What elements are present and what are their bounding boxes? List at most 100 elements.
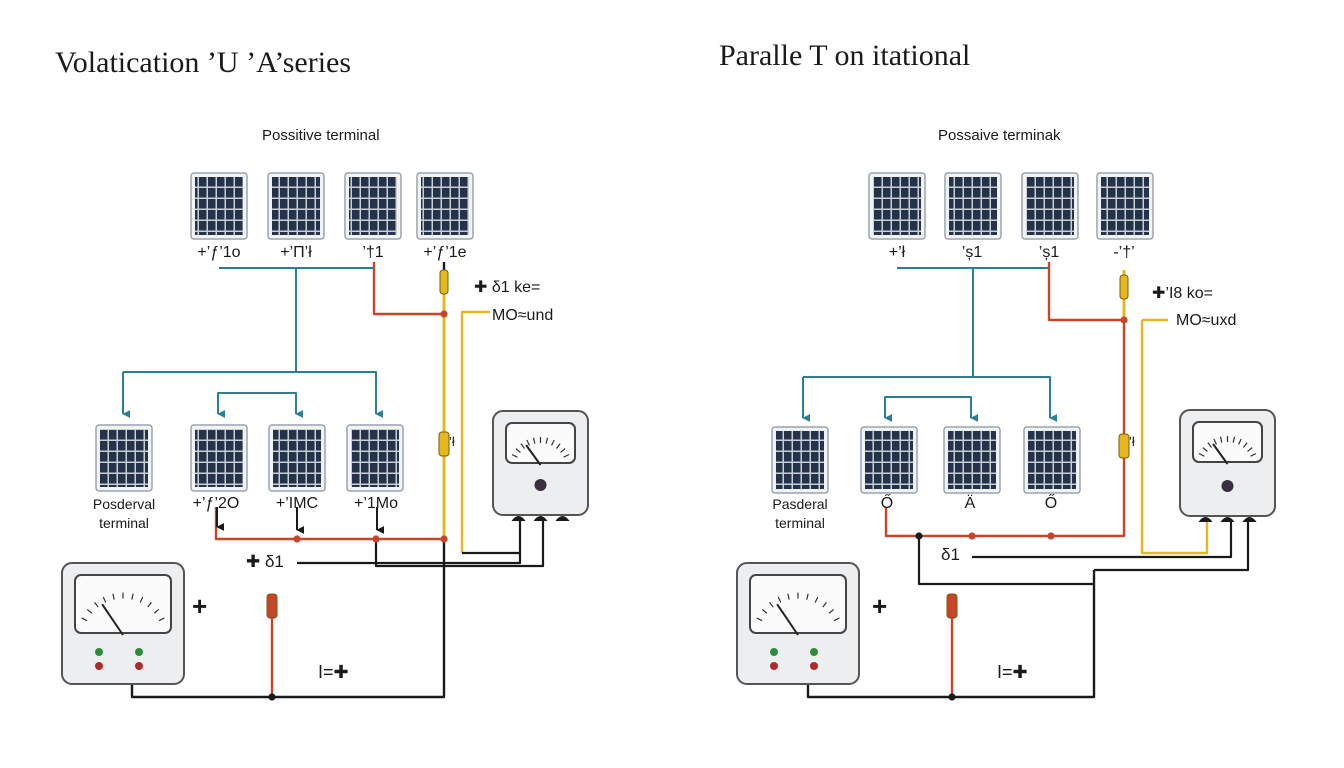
- parallel-top-panel-1-cells: [873, 177, 921, 235]
- parallel-blue-inner: [884, 396, 979, 422]
- series-controller-tick: [555, 443, 561, 449]
- series-controller: [492, 410, 589, 521]
- parallel-top-panel-label-3: ’ș1: [1038, 244, 1060, 261]
- parallel-voltmeter-tick: [787, 593, 790, 600]
- parallel-controller-tick: [1202, 447, 1208, 452]
- parallel-top-panel-label-4: -’†’: [1113, 244, 1135, 261]
- series-top-panel-1: [190, 172, 248, 240]
- series-voltmeter-tick: [102, 596, 107, 603]
- parallel-top-panel-1: [868, 172, 926, 240]
- parallel-black-meter-a: [972, 519, 1233, 559]
- parallel-controller-tick: [1238, 438, 1242, 445]
- parallel-voltmeter-tick: [777, 596, 782, 603]
- series-bottom-panel-2: [190, 424, 248, 492]
- parallel-title: Paralle T on itational: [719, 39, 971, 72]
- parallel-voltmeter-button-3: [810, 662, 818, 670]
- parallel-top-panel-2-cells: [949, 177, 997, 235]
- parallel-voltmeter-tick: [822, 601, 827, 608]
- series-top-panel-4: [416, 172, 474, 240]
- series-top-panel-4-cells: [421, 177, 469, 235]
- series-node-2: [293, 535, 301, 543]
- parallel-controller: [1179, 409, 1276, 522]
- series-blue-right-drop: [123, 371, 384, 418]
- series-top-terminal-label: Possitive terminal: [262, 127, 380, 144]
- series-bottom-panel-1: [95, 424, 153, 492]
- parallel-voltmeter-tick: [833, 617, 840, 622]
- parallel-controller-terminal-2: [1242, 517, 1257, 522]
- parallel-controller-dial: [1221, 480, 1234, 492]
- series-bottom-panel-4-cells: [351, 429, 399, 487]
- parallel-node-2: [915, 532, 923, 540]
- parallel-blue-right-drop: [803, 376, 1058, 422]
- parallel-bottom-panel-2: [860, 426, 918, 494]
- parallel-node-3: [968, 532, 976, 540]
- series-top-panel-2: [267, 172, 325, 240]
- parallel-top-panel-4: [1096, 172, 1154, 240]
- parallel-caption-line-2: terminal: [775, 515, 825, 531]
- parallel-controller-tick: [1242, 442, 1248, 448]
- parallel-inline-label: ’ł: [1129, 434, 1135, 449]
- series-mo-label: MO≈und: [492, 307, 554, 324]
- series-bottom-panel-label-2: +’IMC: [275, 495, 319, 512]
- series-black-meter-a: [297, 519, 522, 565]
- series-yellow-mo: [460, 310, 490, 553]
- parallel-bottom-panel-4-cells: [1028, 431, 1076, 489]
- series-blue-inner: [217, 392, 304, 418]
- parallel-controller-tick: [1219, 436, 1223, 443]
- series-voltmeter-tick: [139, 596, 144, 603]
- series-meter-plus: +: [192, 591, 208, 621]
- parallel-key-label: ✚’I8 ko=: [1152, 285, 1213, 302]
- series-voltmeter-tick: [153, 608, 160, 614]
- parallel-voltmeter-tick: [761, 608, 768, 614]
- series-current-label: I=✚: [318, 662, 349, 682]
- parallel-meter-plus: +: [872, 591, 888, 621]
- series-red-bottom-bus: [214, 507, 444, 541]
- parallel-voltmeter: [736, 562, 860, 685]
- series-node-1: [440, 310, 448, 318]
- parallel-controller-terminal-1: [1220, 517, 1235, 522]
- parallel-node-1: [1120, 316, 1128, 324]
- parallel-bottom-panel-3: [943, 426, 1001, 494]
- series-red-top: [372, 262, 444, 316]
- parallel-top-panel-label-1: +’ł: [888, 244, 906, 261]
- series-title: Volatication ’U ’A’series: [55, 46, 352, 79]
- parallel-node-4: [1047, 532, 1055, 540]
- series-controller-tick: [545, 437, 549, 444]
- series-voltmeter-tick: [158, 617, 165, 622]
- series-top-panel-label-4: +’ƒ’1e: [423, 244, 467, 261]
- parallel-bottom-terminal-caption: Pasderal terminal: [772, 495, 827, 533]
- parallel-voltmeter-button-0: [770, 648, 778, 656]
- parallel-top-terminal-label: Possaive terminak: [938, 127, 1061, 144]
- parallel-bottom-panel-label-2: Ä: [964, 495, 976, 512]
- parallel-top-panel-4-cells: [1101, 177, 1149, 235]
- parallel-red-bottom-bus: [884, 270, 1126, 538]
- series-controller-terminal-2: [555, 516, 570, 521]
- series-top-panel-label-1: +’ƒ’1o: [197, 244, 241, 261]
- parallel-voltmeter-button-2: [770, 662, 778, 670]
- parallel-controller-tick: [1250, 452, 1257, 457]
- series-top-panel-2-cells: [272, 177, 320, 235]
- parallel-bus-label: δ1: [941, 545, 960, 564]
- series-controller-tick: [511, 453, 518, 458]
- parallel-fuse-mid: [1118, 433, 1130, 459]
- series-fuse-top: [439, 269, 449, 295]
- parallel-voltmeter-tick: [806, 593, 809, 600]
- parallel-top-panel-3-cells: [1026, 177, 1074, 235]
- series-controller-tick: [526, 439, 530, 446]
- series-controller-needle: [525, 444, 542, 466]
- parallel-voltmeter-face: [749, 574, 847, 634]
- series-controller-terminal-0: [511, 516, 526, 521]
- series-voltmeter-tick: [81, 617, 88, 622]
- series-voltmeter-button-1: [135, 648, 143, 656]
- parallel-voltmeter-tick: [769, 601, 774, 608]
- parallel-mo-label: MO≈uxd: [1176, 312, 1237, 329]
- parallel-yellow-mo: [1140, 320, 1209, 555]
- parallel-controller-terminal-0: [1198, 517, 1213, 522]
- series-node-4: [440, 535, 448, 543]
- parallel-bottom-panel-label-1: Ő: [880, 495, 894, 512]
- series-bottom-panel-4: [346, 424, 404, 492]
- series-caption-line-2: terminal: [99, 515, 149, 531]
- parallel-bottom-panel-1-cells: [776, 431, 824, 489]
